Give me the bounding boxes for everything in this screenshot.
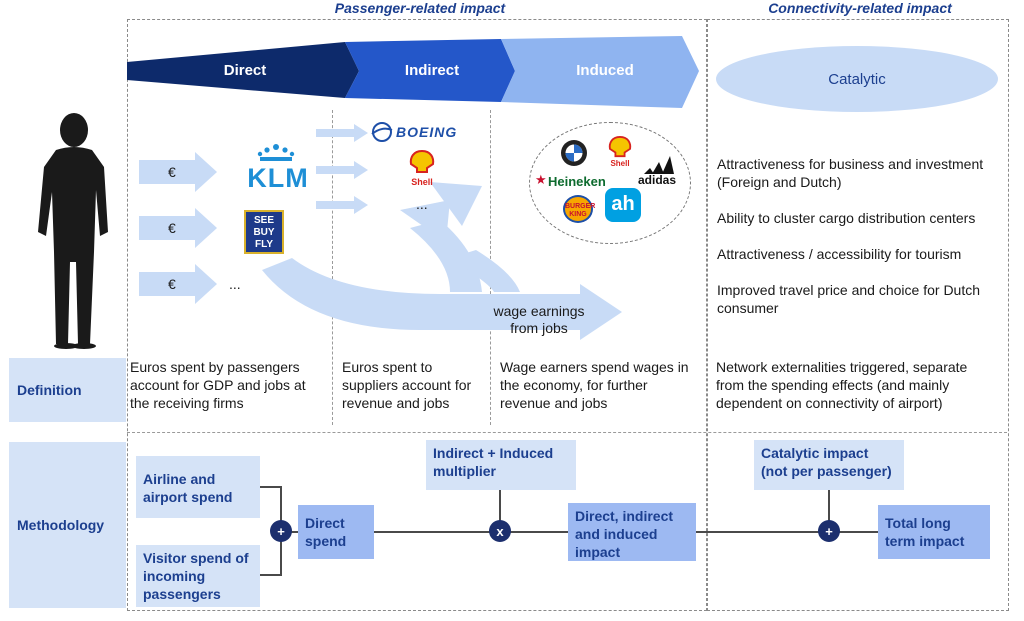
stage-direct-label: Direct [223,62,267,79]
direct-spend-box: Direct spend [298,505,374,559]
connector-to-total-h [828,531,878,533]
euro-arrow-1 [139,152,217,192]
plus-operator-1: + [270,520,292,542]
supplier-arrow-2 [316,161,368,179]
euro-symbol-3: € [168,276,176,292]
multiplier-box: Indirect + Induced multiplier [426,440,576,490]
connector-visitor-h [260,574,282,576]
definition-induced: Wage earners spend wages in the economy,… [500,359,689,411]
person-silhouette-icon [38,113,108,349]
divider-direct-indirect [332,110,333,425]
methodology-row-label: Methodology [9,442,126,608]
shell-brand-label: Shell [610,159,630,168]
burger-king-line-1: BURGER [565,203,596,210]
shell-brand-icon [608,136,632,158]
burger-king-logo: BURGER KING [563,195,596,223]
catalytic-item-2: Ability to cluster cargo distribution ce… [717,210,976,226]
direct-ellipsis: ... [229,276,241,292]
stage-arrow [127,36,699,108]
euro-arrow-3 [139,264,217,304]
albert-heijn-logo: ah [605,188,641,222]
catalytic-ellipse: Catalytic [716,46,998,112]
see-buy-fly-line-3: FLY [255,239,273,250]
catalytic-item-4: Improved travel price and choice for Dut… [717,282,981,316]
euro-symbol-2: € [168,220,176,236]
catalytic-item-1: Attractiveness for business and investme… [717,156,984,190]
klm-logo: KLM [247,163,309,193]
passenger-impact-header: Passenger-related impact [334,0,506,16]
boeing-icon [371,122,393,142]
definition-row-label: Definition [9,358,126,422]
wage-flow-arrow [262,182,622,340]
stage-indirect-segment [345,39,515,102]
visitor-spend-box: Visitor spend of incoming passengers [136,545,260,607]
catalytic-item-3: Attractiveness / accessibility for touri… [717,246,962,262]
induced-brands-ellipse [529,122,691,244]
wage-earnings-line-1: wage earnings [493,303,585,319]
connectivity-section-box [707,19,1009,611]
definition-direct: Euros spent by passengers account for GD… [130,359,306,411]
supplier-arrow-3 [316,196,368,214]
see-buy-fly-line-1: SEE [253,215,274,226]
wage-earnings-line-2: from jobs [510,320,568,336]
connector-airline-h [260,486,282,488]
wage-earnings-label: wage earnings from jobs [478,303,600,337]
total-long-term-impact-box: Total long term impact [878,505,990,559]
catalytic-impact-box: Catalytic impact (not per passenger) [754,440,904,490]
passenger-section-box [127,19,707,611]
definition-catalytic: Network externalities triggered, separat… [716,359,968,411]
euro-arrow-2 [139,208,217,248]
divider-definition-methodology [127,432,1007,433]
times-operator: x [489,520,511,542]
stage-direct-segment [127,42,359,98]
combined-impact-box: Direct, indirect and induced impact [568,503,696,561]
klm-crown-icon [257,144,295,161]
shell-logo-label: Shell [411,177,433,187]
connector-multiplier-v [499,490,501,532]
stage-indirect-label: Indirect [404,62,460,79]
see-buy-fly-line-2: BUY [253,227,275,238]
catalytic-label: Catalytic [828,70,886,88]
connectivity-impact-header: Connectivity-related impact [768,0,952,16]
euro-symbol-1: € [168,164,176,180]
heineken-star-icon: ★ [535,172,547,187]
connector-main-h [280,531,832,533]
indirect-ellipsis: ... [416,196,428,212]
burger-king-line-2: KING [569,211,587,218]
bmw-icon [561,140,587,166]
boeing-logo: BOEING [396,124,458,140]
adidas-logo: adidas [637,173,676,187]
shell-icon [409,150,435,173]
connector-catalytic-v [828,490,830,532]
definition-indirect: Euros spent to suppliers account for rev… [342,359,472,411]
stage-induced-label: Induced [576,62,634,79]
airline-airport-spend-box: Airline and airport spend [136,456,260,518]
supplier-arrow-1 [316,124,368,142]
heineken-logo: Heineken [548,174,606,189]
stage-induced-segment [501,36,699,108]
adidas-icon [644,156,674,174]
see-buy-fly-logo: SEE BUY FLY [244,210,284,254]
plus-operator-2: + [818,520,840,542]
